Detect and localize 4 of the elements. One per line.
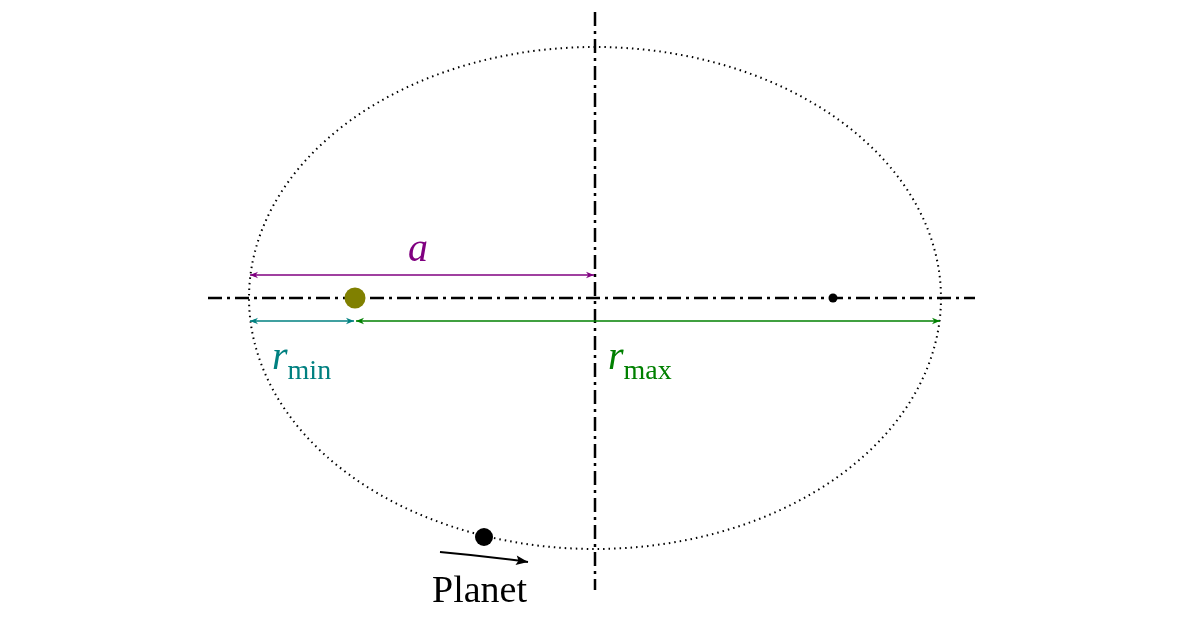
planet-label: Planet (432, 570, 527, 608)
apoapsis-distance-label: r$_{max}$ (608, 336, 672, 384)
periapsis-distance-label: r$_{min}$ (272, 336, 332, 384)
semi-major-axis-label: a (408, 228, 428, 268)
